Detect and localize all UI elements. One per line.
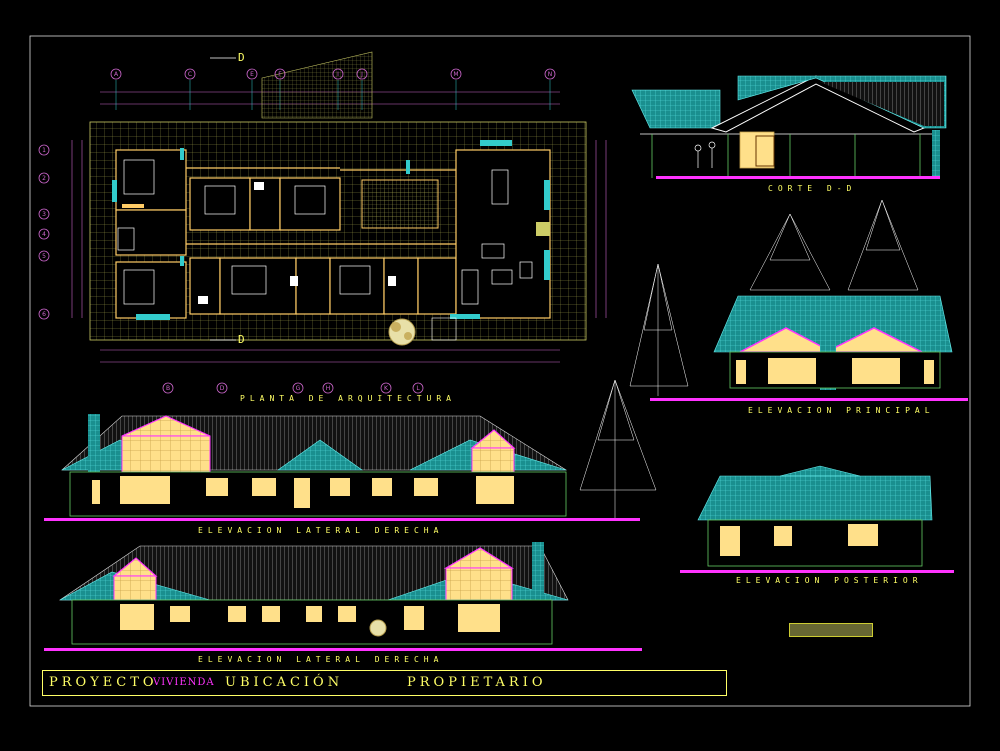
propietario-label: PROPIETARIO xyxy=(407,675,547,690)
grid-bubble-top: N xyxy=(548,71,553,78)
elevation-principal xyxy=(650,295,968,401)
grid-bubble-left: 1 xyxy=(42,147,46,154)
section-marker-bottom: D xyxy=(238,333,245,346)
grid-bubble-top: J xyxy=(360,71,363,78)
grid-bubble-left: 2 xyxy=(42,175,46,182)
grid-bubble-top: M xyxy=(453,71,458,78)
grid-bubble-top: C xyxy=(188,71,192,78)
section-marker-top: D xyxy=(238,51,245,64)
elevation-posterior xyxy=(680,465,954,573)
grid-bubble-left: 3 xyxy=(42,211,46,218)
section-d-d xyxy=(631,75,947,179)
grid-bubble-bottom: H xyxy=(326,385,331,392)
elevation-principal-title: ELEVACION PRINCIPAL xyxy=(748,406,935,415)
grid-bubble-bottom: G xyxy=(296,385,301,392)
title-block: PROYECTO VIVIENDA UBICACIÓN PROPIETARIO xyxy=(42,670,727,696)
grid-bubble-bottom: D xyxy=(220,385,225,392)
floor-plan: A C E F I J M N B D G H K L 1 2 3 4 5 6 xyxy=(38,51,607,394)
grid-bubble-left: 6 xyxy=(42,311,46,318)
elevation-lateral-right-title-2: ELEVACION LATERAL DERECHA xyxy=(198,655,444,664)
grid-bubble-top: I xyxy=(337,71,339,78)
sheet-outer-border xyxy=(29,35,971,707)
plan-title: PLANTA DE ARQUITECTURA xyxy=(240,394,456,403)
grid-bubble-top: F xyxy=(278,71,282,78)
ubicacion-label: UBICACIÓN xyxy=(225,675,344,690)
elevation-posterior-title: ELEVACION POSTERIOR xyxy=(736,576,923,585)
elevation-lateral-right-1 xyxy=(44,414,640,521)
grid-bubble-left: 5 xyxy=(42,253,46,260)
grid-bubble-bottom: L xyxy=(416,385,420,392)
elevation-lateral-right-title-1: ELEVACION LATERAL DERECHA xyxy=(198,526,444,535)
grid-bubble-top: E xyxy=(250,71,254,78)
section-title: CORTE D-D xyxy=(768,184,857,193)
grid-bubble-top: A xyxy=(114,71,119,78)
grid-bubble-bottom: B xyxy=(166,385,170,392)
approval-stamp xyxy=(789,623,873,637)
tree-graphics xyxy=(579,199,919,518)
grid-bubble-bottom: K xyxy=(384,385,389,392)
grid-bubble-left: 4 xyxy=(42,231,46,238)
proyecto-value: VIVIENDA xyxy=(153,677,215,688)
elevation-lateral-right-2 xyxy=(44,542,642,651)
proyecto-label: PROYECTO xyxy=(49,675,158,690)
